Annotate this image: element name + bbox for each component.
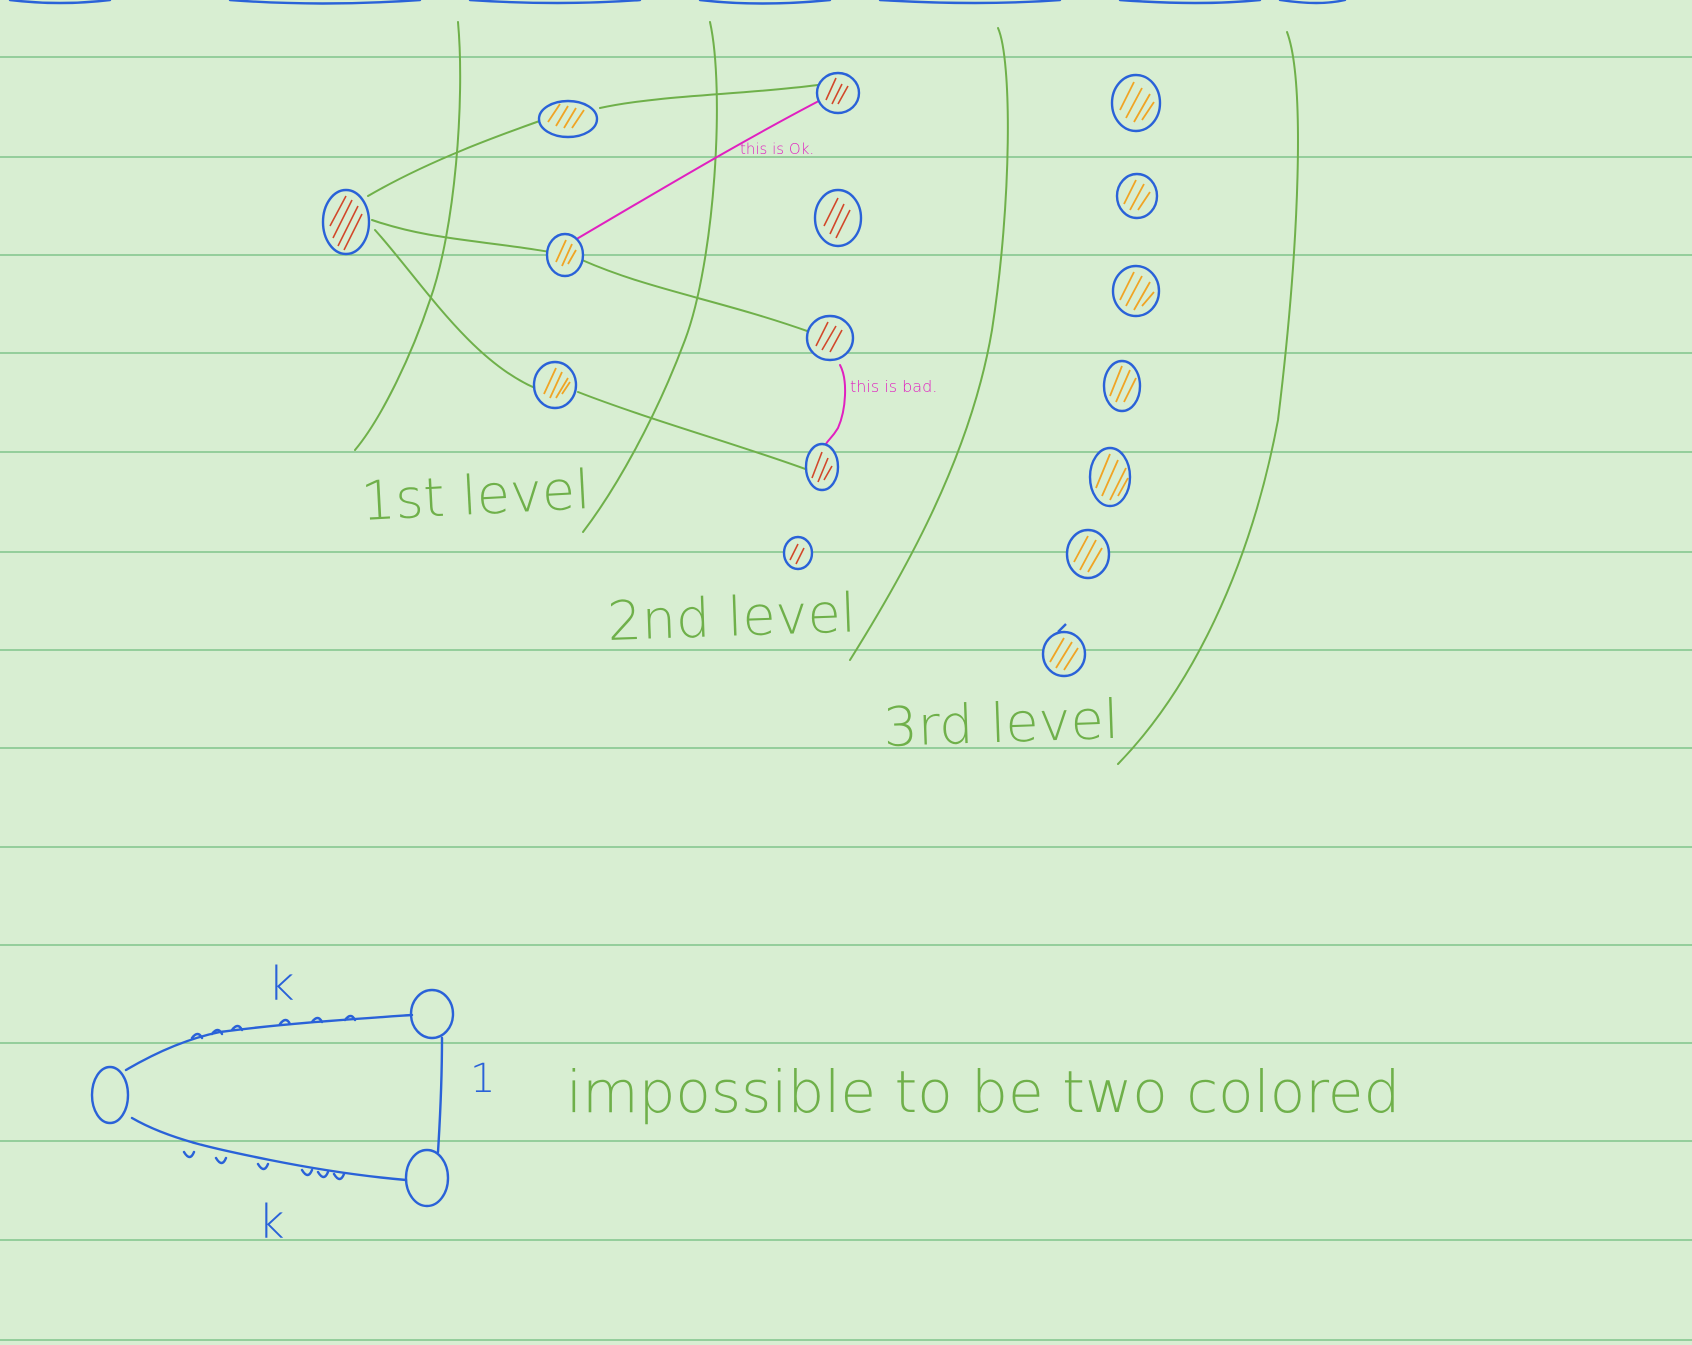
level-3-node <box>1110 73 1162 133</box>
level-1-node <box>532 360 578 410</box>
level-3-label: 3rd level <box>882 688 1120 759</box>
single-edge <box>436 1036 444 1154</box>
level-2-node <box>804 442 840 492</box>
root-node <box>321 188 371 256</box>
tree-edges <box>367 84 819 471</box>
level-1-node <box>545 232 585 278</box>
level-2-node <box>815 71 861 115</box>
ok-edge <box>574 84 851 241</box>
ruled-lines <box>0 56 1692 1341</box>
level-labels: 1st level 2nd level 3rd level <box>359 458 1119 759</box>
cycle-node-left <box>90 1065 130 1125</box>
cycle-node-top-right <box>409 988 455 1040</box>
level-2-label: 2nd level <box>606 581 856 653</box>
level-1-node <box>537 99 599 139</box>
level-2-node <box>782 535 814 571</box>
level-3-node <box>1115 172 1159 220</box>
bad-edge <box>825 364 847 445</box>
odd-cycle-diagram: k k 1 <box>90 957 495 1249</box>
level-3-node <box>1088 446 1132 508</box>
top-cutoff-text <box>8 0 1347 5</box>
cycle-caption: impossible to be two colored <box>566 1058 1400 1126</box>
level-2-node <box>813 188 863 248</box>
level-3-node <box>1111 264 1161 318</box>
bad-annotation: this is bad. <box>850 377 937 396</box>
bottom-path <box>130 1116 408 1182</box>
annotations: this is Ok. this is bad. <box>740 140 937 396</box>
level-2-nodes <box>782 71 863 571</box>
level-1-label: 1st level <box>359 458 591 533</box>
level-boundaries <box>354 21 1299 765</box>
top-path-label: k <box>268 957 295 1011</box>
level-3-node <box>1102 359 1142 413</box>
ok-annotation: this is Ok. <box>740 140 814 158</box>
cycle-node-bottom-right <box>404 1148 450 1208</box>
level-1-nodes <box>532 99 599 410</box>
level-3-nodes <box>1041 73 1162 678</box>
edge-length-label: 1 <box>470 1056 495 1102</box>
level-3-node <box>1041 623 1087 678</box>
level-2-boundary <box>582 21 718 533</box>
conflict-edges <box>574 84 851 445</box>
level-3-node <box>1065 528 1111 580</box>
level-2-node <box>805 314 855 362</box>
level-1-boundary <box>354 21 462 451</box>
level-4-boundary <box>1117 31 1299 765</box>
bottom-path-label: k <box>258 1195 285 1249</box>
level-3-boundary <box>849 27 1009 661</box>
